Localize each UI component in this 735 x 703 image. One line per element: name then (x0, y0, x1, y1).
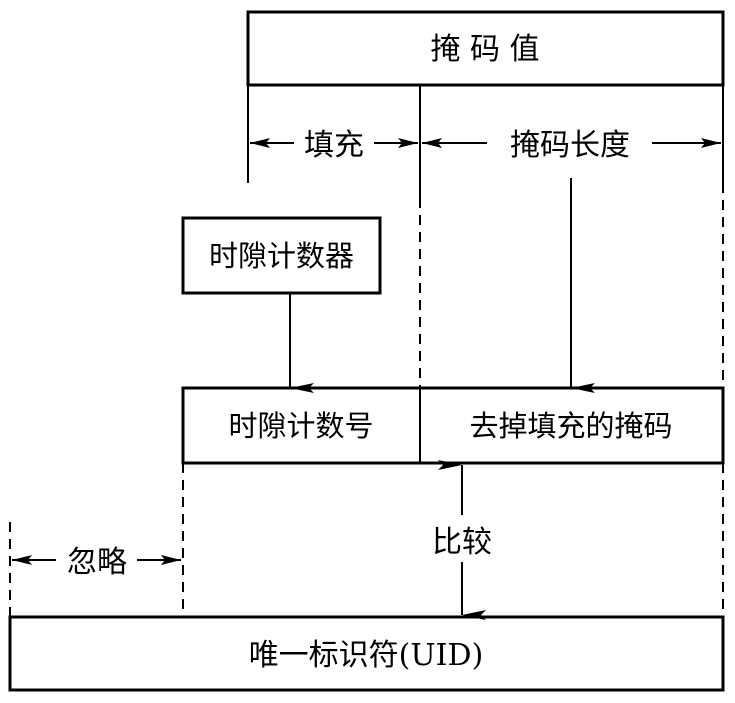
uid-label: 唯一标识符(UID) (249, 638, 484, 673)
stripped-mask-label: 去掉填充的掩码 (469, 409, 672, 443)
slot-number-label: 时隙计数号 (228, 409, 373, 443)
mask-value-label: 掩 码 值 (430, 32, 539, 67)
mask-length-dimension: 掩码长度 (422, 128, 721, 163)
padding-dimension: 填充 (250, 128, 418, 163)
compare-dimension: 比较 (432, 460, 492, 620)
ignore-dimension: 忽略 (12, 545, 181, 580)
compare-label: 比较 (432, 525, 492, 560)
mask-length-label: 掩码长度 (510, 128, 630, 163)
slot-counter-box: 时隙计数器 (181, 216, 382, 295)
ignore-label: 忽略 (67, 545, 127, 580)
comparison-value-box: 时隙计数号 去掉填充的掩码 (181, 386, 725, 465)
padding-label: 填充 (304, 128, 364, 163)
slot-counter-label: 时隙计数器 (209, 239, 354, 273)
mask-value-box: 掩 码 值 (246, 10, 725, 87)
uid-box: 唯一标识符(UID) (8, 615, 725, 692)
